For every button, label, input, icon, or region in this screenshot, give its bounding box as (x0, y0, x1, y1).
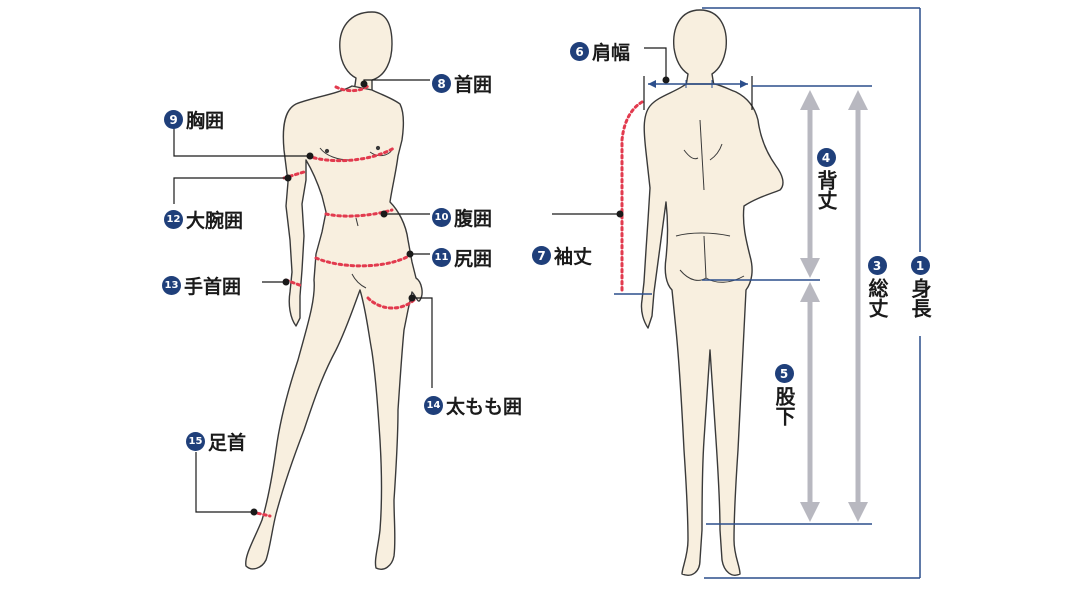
front-torso (245, 85, 423, 570)
label-text: 太もも囲 (446, 396, 523, 418)
front-leader-dots (250, 80, 416, 516)
badge-11: 11 (432, 248, 451, 267)
label-hip-girth: 11 尻囲 (432, 244, 492, 271)
badge-13: 13 (162, 276, 181, 295)
back-figure (640, 9, 784, 576)
badge-1: 1 (910, 256, 930, 275)
label-height: 1 身長 (908, 256, 932, 318)
label-sleeve-length: 7 袖丈 (532, 242, 592, 269)
label-ankle-girth: 15 足首 (186, 428, 246, 455)
badge-14: 14 (424, 396, 443, 415)
label-text: 手首囲 (184, 276, 242, 298)
label-chest-girth: 9 胸囲 (164, 106, 224, 133)
label-inseam: 5 股下 (772, 364, 796, 426)
thigh-girth-line (366, 296, 416, 310)
label-text: 大腕囲 (186, 210, 244, 232)
length-arrows (800, 90, 868, 522)
label-text: 尻囲 (454, 248, 493, 270)
label-wrist-girth: 13 手首囲 (162, 272, 241, 299)
badge-12: 12 (164, 210, 183, 229)
front-measure-lines (250, 84, 416, 518)
chest-girth-line (306, 146, 396, 163)
front-details (319, 145, 393, 289)
badge-3: 3 (867, 256, 887, 275)
back-leaders (552, 47, 753, 215)
badge-7: 7 (532, 246, 551, 265)
label-text: 身長 (908, 278, 932, 318)
label-thigh-girth: 14 太もも囲 (424, 392, 522, 419)
label-text: 胸囲 (186, 110, 225, 132)
label-text: 背丈 (814, 170, 838, 210)
label-text: 足首 (208, 432, 247, 454)
neck-girth-line (334, 84, 370, 93)
badge-4: 4 (816, 148, 836, 167)
label-text: 袖丈 (554, 246, 593, 268)
label-text: 首囲 (454, 74, 493, 96)
label-total-length: 3 総丈 (865, 256, 889, 318)
badge-5: 5 (774, 364, 794, 383)
label-waist-girth: 10 腹囲 (432, 204, 492, 231)
hip-girth-line (314, 252, 414, 268)
shoulder-width-arrow (648, 80, 748, 88)
label-text: 肩幅 (592, 42, 631, 64)
sleeve-length-line (620, 100, 644, 292)
label-neck-girth: 8 首囲 (432, 70, 492, 97)
label-shoulder-width: 6 肩幅 (570, 38, 630, 65)
back-body (640, 83, 784, 576)
badge-10: 10 (432, 208, 451, 227)
badge-15: 15 (186, 432, 205, 451)
label-text: 股下 (772, 386, 796, 426)
label-text: 総丈 (865, 278, 889, 318)
label-back-length: 4 背丈 (814, 148, 838, 210)
label-upper-arm-girth: 12 大腕囲 (164, 206, 243, 233)
front-figure (245, 11, 423, 570)
back-leader-dots (616, 76, 670, 218)
back-head (673, 9, 727, 87)
label-text: 腹囲 (454, 208, 493, 230)
badge-9: 9 (164, 110, 183, 129)
reference-lines (614, 7, 921, 579)
badge-6: 6 (570, 42, 589, 61)
badge-8: 8 (432, 74, 451, 93)
